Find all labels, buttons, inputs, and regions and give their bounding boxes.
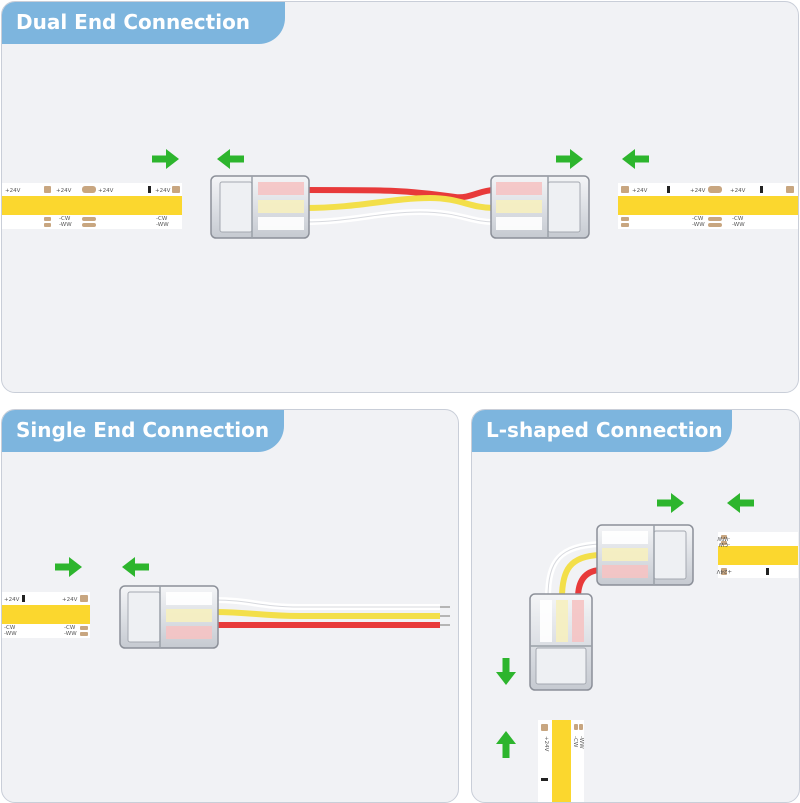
led-strip-l-horizontal: -WW -CW +24V — [716, 532, 798, 578]
arrow-left-icon — [217, 149, 244, 169]
arrow-right-icon — [152, 149, 179, 169]
arrow-right-icon — [55, 557, 82, 577]
strip-label-cw: -CW — [59, 216, 71, 222]
strip-label-positive: +24V — [632, 188, 648, 194]
single-end-title: Single End Connection — [16, 418, 270, 442]
strip-label-positive: +24V — [690, 188, 706, 194]
connector-left — [210, 175, 310, 239]
l-shaped-panel: L-shaped Connection — [471, 409, 800, 803]
arrow-left-icon — [122, 557, 149, 577]
l-wire-bundle — [545, 541, 601, 599]
connector-single — [119, 585, 219, 649]
strip-label-cw: -CW — [572, 736, 578, 748]
led-strip-l-vertical: +24V -CW -WW — [538, 720, 584, 802]
connector-right — [490, 175, 590, 239]
strip-label-positive: +24V — [716, 568, 732, 574]
strip-label-positive: +24V — [543, 736, 549, 752]
arrow-left-icon — [727, 493, 754, 513]
strip-label-ww: -WW — [64, 631, 77, 637]
single-wire-bundle — [213, 597, 450, 629]
strip-label-positive: +24V — [62, 597, 78, 603]
strip-label-ww: -WW — [59, 222, 72, 228]
arrow-up-icon — [496, 731, 516, 758]
arrow-left-icon — [622, 149, 649, 169]
dual-end-tab: Dual End Connection — [2, 2, 285, 44]
strip-label-cw: -CW — [732, 216, 744, 222]
strip-label-positive: +24V — [56, 188, 72, 194]
l-shaped-title: L-shaped Connection — [486, 418, 723, 442]
strip-label-positive: +24V — [5, 188, 21, 194]
strip-label-positive: +24V — [98, 188, 114, 194]
strip-label-ww: -WW — [732, 222, 745, 228]
led-strip-single: +24V +24V -CW -WW -CW -WW — [2, 592, 90, 638]
arrow-right-icon — [556, 149, 583, 169]
arrow-down-icon — [496, 658, 516, 685]
single-end-tab: Single End Connection — [2, 410, 284, 452]
strip-label-cw: -CW — [156, 216, 168, 222]
connector-l-horizontal — [596, 524, 694, 586]
strip-label-ww: -WW — [692, 222, 705, 228]
wire-bundle — [301, 187, 497, 225]
connector-l-vertical — [529, 593, 593, 691]
led-strip-left: +24V +24V +24V +24V -CW -WW -CW -WW — [2, 183, 182, 229]
dual-end-title: Dual End Connection — [16, 10, 251, 34]
strip-label-cw: -CW — [692, 216, 704, 222]
strip-label-positive: +24V — [155, 188, 171, 194]
strip-label-ww: -WW — [717, 535, 730, 541]
arrow-right-icon — [657, 493, 684, 513]
l-shaped-tab: L-shaped Connection — [472, 410, 732, 452]
strip-label-cw: -CW — [718, 541, 730, 547]
strip-label-cw: -CW — [64, 625, 76, 631]
strip-label-positive: +24V — [4, 597, 20, 603]
led-strip-right: +24V +24V +24V -CW -WW -CW -WW — [618, 183, 798, 229]
strip-label-cw: -CW — [4, 625, 16, 631]
strip-label-ww: -WW — [156, 222, 169, 228]
strip-label-ww: -WW — [4, 631, 17, 637]
strip-label-ww: -WW — [578, 736, 584, 749]
strip-label-positive: +24V — [730, 188, 746, 194]
